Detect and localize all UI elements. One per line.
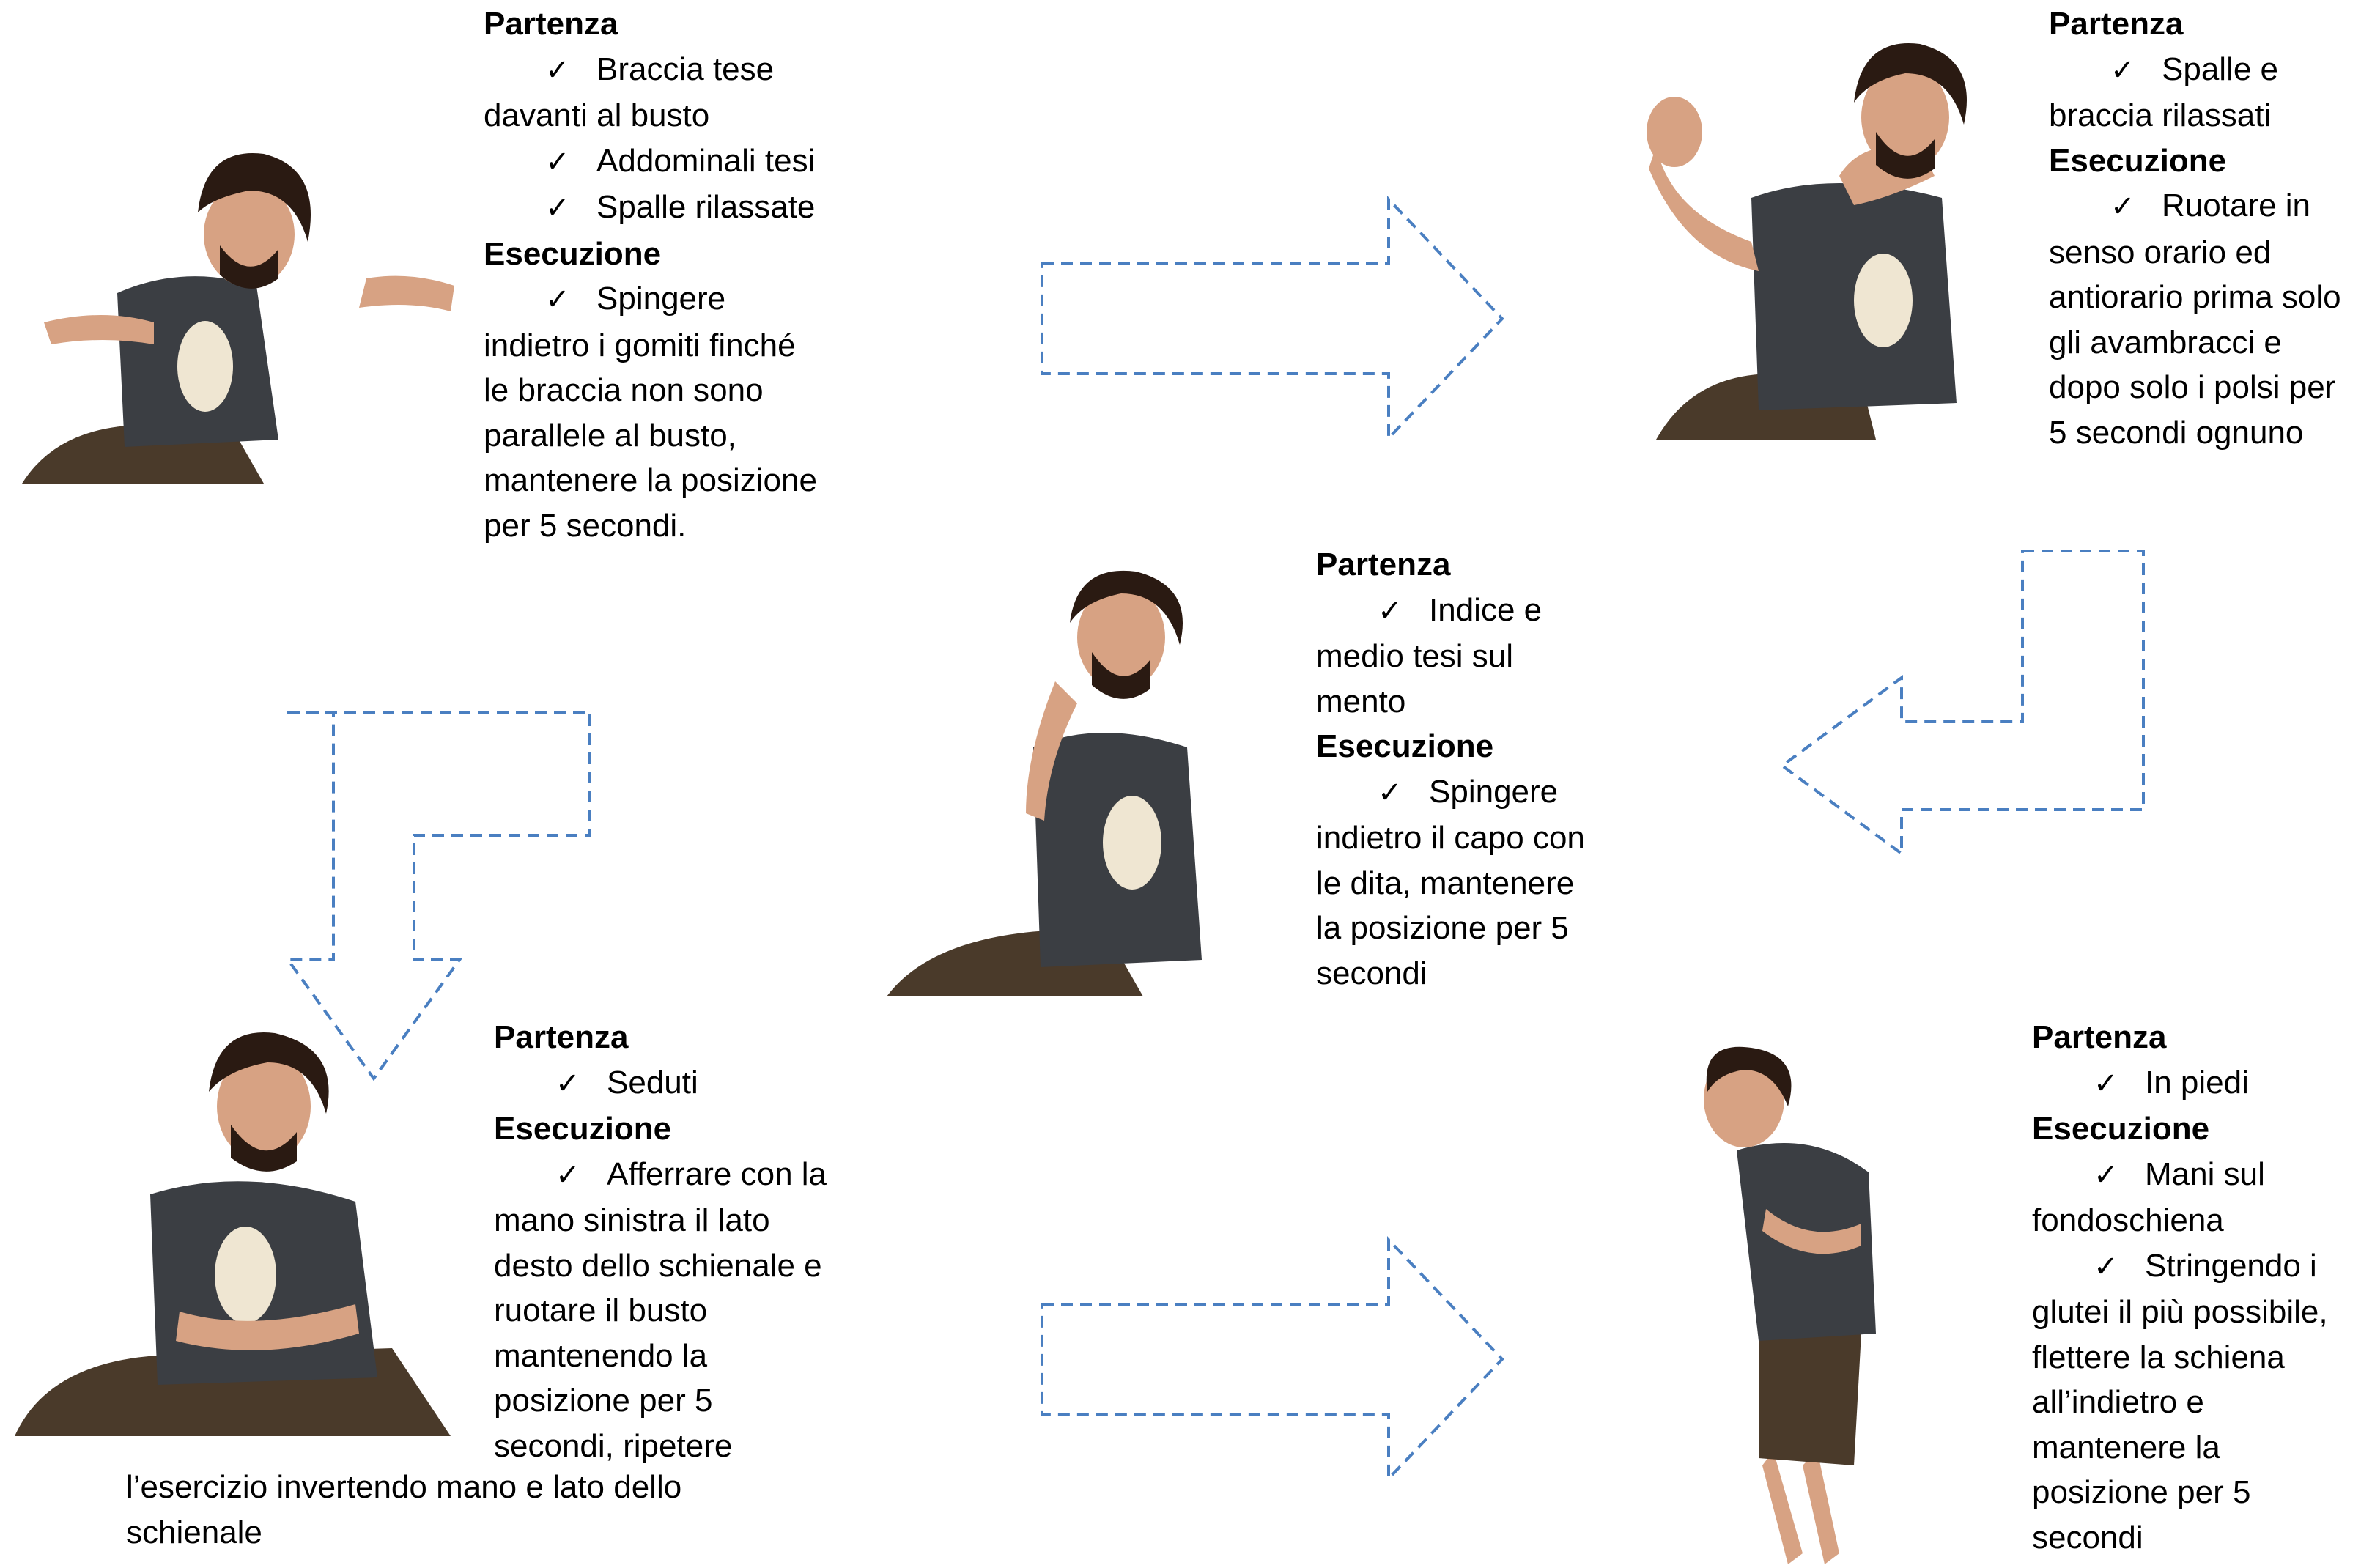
start-item: ✓Seduti: [494, 1060, 827, 1107]
arrow-right-top: [1041, 195, 1504, 443]
check-icon: ✓: [2110, 53, 2135, 86]
photo-back-extension: [1693, 1040, 1935, 1568]
exec-item-cont: glutei il più possibile,: [2032, 1294, 2328, 1330]
exec-item-cont: mantenere la posizione: [484, 462, 817, 498]
check-icon: ✓: [545, 284, 570, 316]
start-heading: Partenza: [1316, 547, 1451, 583]
exec-item-cont: ruotare il busto: [494, 1293, 708, 1328]
text-block-arm-extension: Partenza ✓Braccia tese davanti al busto …: [484, 1, 817, 548]
start-item-cont: davanti al busto: [484, 97, 710, 133]
text-block-back-extension: Partenza ✓In piedi Esecuzione ✓Mani sul …: [2032, 1015, 2328, 1560]
photo-trunk-twist: [11, 1026, 465, 1443]
exec-heading: Esecuzione: [2049, 142, 2227, 179]
check-icon: ✓: [555, 1158, 580, 1191]
exec-item-cont: parallele al busto,: [484, 417, 736, 454]
exec-item-cont: le braccia non sono: [484, 372, 764, 408]
exec-item: ✓Afferrare con la: [494, 1152, 827, 1199]
exec-item: ✓Spingere: [1316, 769, 1585, 816]
exec-item-cont: indietro il capo con: [1316, 820, 1585, 856]
exec-item: ✓Ruotare in: [2049, 183, 2341, 230]
start-item: ✓In piedi: [2032, 1060, 2328, 1107]
start-item: ✓Spalle rilassate: [484, 185, 817, 232]
exec-heading: Esecuzione: [1316, 728, 1494, 764]
exec-item-cont: mano sinistra il lato: [494, 1202, 770, 1238]
exec-item: ✓Mani sul: [2032, 1152, 2328, 1199]
text-block-trunk-twist-tail: l’esercizio invertendo mano e lato dello…: [126, 1465, 681, 1555]
start-item: ✓Indice e: [1316, 588, 1585, 635]
exec-item-cont: mantenere la: [2032, 1429, 2220, 1465]
exec-item-cont: desto dello schienale e: [494, 1247, 822, 1284]
check-icon: ✓: [545, 53, 570, 86]
exec-item-cont: 5 secondi ognuno: [2049, 414, 2304, 451]
start-item: ✓Addominali tesi: [484, 138, 817, 185]
exec-item-cont: per 5 secondi.: [484, 507, 687, 544]
check-icon: ✓: [2094, 1158, 2118, 1191]
exec-item-cont: gli avambracci e: [2049, 324, 2282, 360]
tail-line: schienale: [126, 1514, 262, 1550]
start-item-cont: mento: [1316, 683, 1406, 720]
text-block-trunk-twist: Partenza ✓Seduti Esecuzione ✓Afferrare c…: [494, 1015, 827, 1468]
exec-item-cont: senso orario ed: [2049, 234, 2272, 270]
exec-item-cont: secondi: [2032, 1519, 2143, 1556]
exec-item-cont: indietro i gomiti finché: [484, 327, 796, 363]
exec-item-cont: secondi, ripetere: [494, 1427, 733, 1464]
exec-item-cont: flettere la schiena: [2032, 1339, 2285, 1375]
arrow-down-left-turn: [1779, 550, 2145, 857]
check-icon: ✓: [1378, 594, 1403, 627]
exec-heading: Esecuzione: [2032, 1111, 2210, 1147]
photo-neck-retraction: [879, 564, 1260, 1004]
start-item-cont: braccia rilassati: [2049, 97, 2272, 133]
start-item: ✓Braccia tese: [484, 47, 817, 94]
check-icon: ✓: [545, 192, 570, 224]
arrow-left-down-turn: [285, 711, 591, 1081]
start-heading: Partenza: [2049, 6, 2184, 42]
start-item-cont: medio tesi sul: [1316, 638, 1514, 674]
exec-item-cont: posizione per 5: [2032, 1474, 2251, 1510]
start-item: ✓Spalle e: [2049, 47, 2341, 94]
exec-item-cont: antiorario prima solo: [2049, 279, 2341, 315]
start-heading: Partenza: [2032, 1019, 2167, 1055]
check-icon: ✓: [2094, 1067, 2118, 1100]
exec-item-cont: posizione per 5: [494, 1383, 713, 1419]
exec-heading: Esecuzione: [484, 235, 662, 272]
start-heading: Partenza: [494, 1019, 629, 1055]
exec-item-cont: all’indietro e: [2032, 1384, 2204, 1420]
check-icon: ✓: [2094, 1250, 2118, 1283]
exec-item-cont: secondi: [1316, 955, 1427, 991]
start-heading: Partenza: [484, 6, 618, 42]
photo-wrist-rotation: [1641, 22, 2044, 447]
check-icon: ✓: [2110, 191, 2135, 223]
exec-item-cont: mantenendo la: [494, 1337, 708, 1374]
text-block-neck-retraction: Partenza ✓Indice e medio tesi sul mento …: [1316, 542, 1585, 996]
exec-item-cont: fondoschiena: [2032, 1202, 2224, 1238]
exec-item-cont: dopo solo i polsi per: [2049, 369, 2336, 405]
photo-arm-extension: [15, 103, 462, 491]
tail-line: l’esercizio invertendo mano e lato dello: [126, 1469, 682, 1505]
exec-item-cont: le dita, mantenere: [1316, 865, 1575, 901]
exec-heading: Esecuzione: [494, 1111, 672, 1147]
exec-item-cont: la posizione per 5: [1316, 910, 1569, 946]
check-icon: ✓: [1378, 776, 1403, 809]
check-icon: ✓: [545, 145, 570, 178]
check-icon: ✓: [555, 1067, 580, 1100]
exec-item: ✓Spingere: [484, 276, 817, 323]
arrow-right-bottom: [1041, 1235, 1504, 1483]
text-block-wrist-rotation: Partenza ✓Spalle e braccia rilassati Ese…: [2049, 1, 2341, 455]
exec-item: ✓Stringendo i: [2032, 1243, 2328, 1290]
